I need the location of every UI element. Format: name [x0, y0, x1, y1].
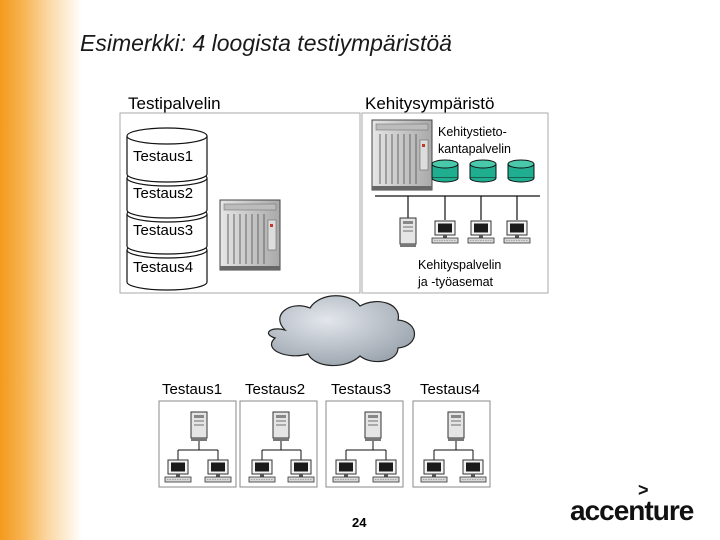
network-cloud-icon: [267, 295, 415, 367]
dev-database-icon: [507, 159, 535, 183]
database-label: Testaus2: [133, 185, 194, 202]
database-label: Testaus1: [133, 148, 194, 165]
test-server-header: Testipalvelin: [128, 94, 221, 113]
workstation-icon: [332, 459, 360, 483]
test-server-tower-icon: [272, 411, 290, 442]
workstation-icon: [467, 220, 495, 244]
workstation-icon: [372, 459, 400, 483]
workstation-icon: [164, 459, 192, 483]
dev-environment-box: [361, 112, 549, 294]
dev-db-server-label-line1: Kehitystieto-: [438, 125, 507, 139]
orange-gradient-bar: [0, 0, 82, 540]
test-env-label: Testaus3: [331, 381, 392, 398]
test-server-rack-icon: [219, 199, 281, 271]
dev-workstations-label-line2: ja -työasemat: [418, 275, 494, 289]
test-server-tower-icon: [190, 411, 208, 442]
slide-title: Esimerkki: 4 loogista testiympäristöä: [80, 30, 452, 56]
test-server-tower-icon: [447, 411, 465, 442]
dev-workstations-label: Kehityspalvelin ja -työasemat: [418, 257, 501, 291]
dev-database-icon: [431, 159, 459, 183]
test-server-tower-icon: [364, 411, 382, 442]
dev-environment-header: Kehitysympäristö: [365, 94, 495, 113]
dev-server-tower-icon: [399, 217, 417, 248]
test-server-box: [119, 112, 361, 294]
database-label: Testaus3: [133, 222, 194, 239]
workstation-icon: [287, 459, 315, 483]
dev-workstations-label-line1: Kehityspalvelin: [418, 258, 502, 272]
workstation-icon: [204, 459, 232, 483]
workstation-icon: [459, 459, 487, 483]
accenture-logo: accenture: [570, 495, 694, 526]
test-env-boxes: [158, 400, 491, 488]
page-number: 24: [352, 515, 367, 530]
dev-database-icon: [469, 159, 497, 183]
workstation-icon: [431, 220, 459, 244]
workstation-icon: [503, 220, 531, 244]
test-env-label: Testaus2: [245, 381, 306, 398]
dev-db-server-label-line2: kantapalvelin: [438, 142, 511, 156]
test-env-label: Testaus1: [162, 381, 223, 398]
workstation-icon: [248, 459, 276, 483]
database-stack: [126, 127, 208, 291]
dev-db-server-rack-icon: [371, 119, 433, 191]
dev-db-server-label: Kehitystieto- kantapalvelin: [438, 124, 511, 158]
database-label: Testaus4: [133, 259, 194, 276]
workstation-icon: [420, 459, 448, 483]
test-env-label: Testaus4: [420, 381, 481, 398]
accenture-logo-mark: >: [638, 480, 649, 500]
dev-network-bus: [375, 195, 540, 220]
